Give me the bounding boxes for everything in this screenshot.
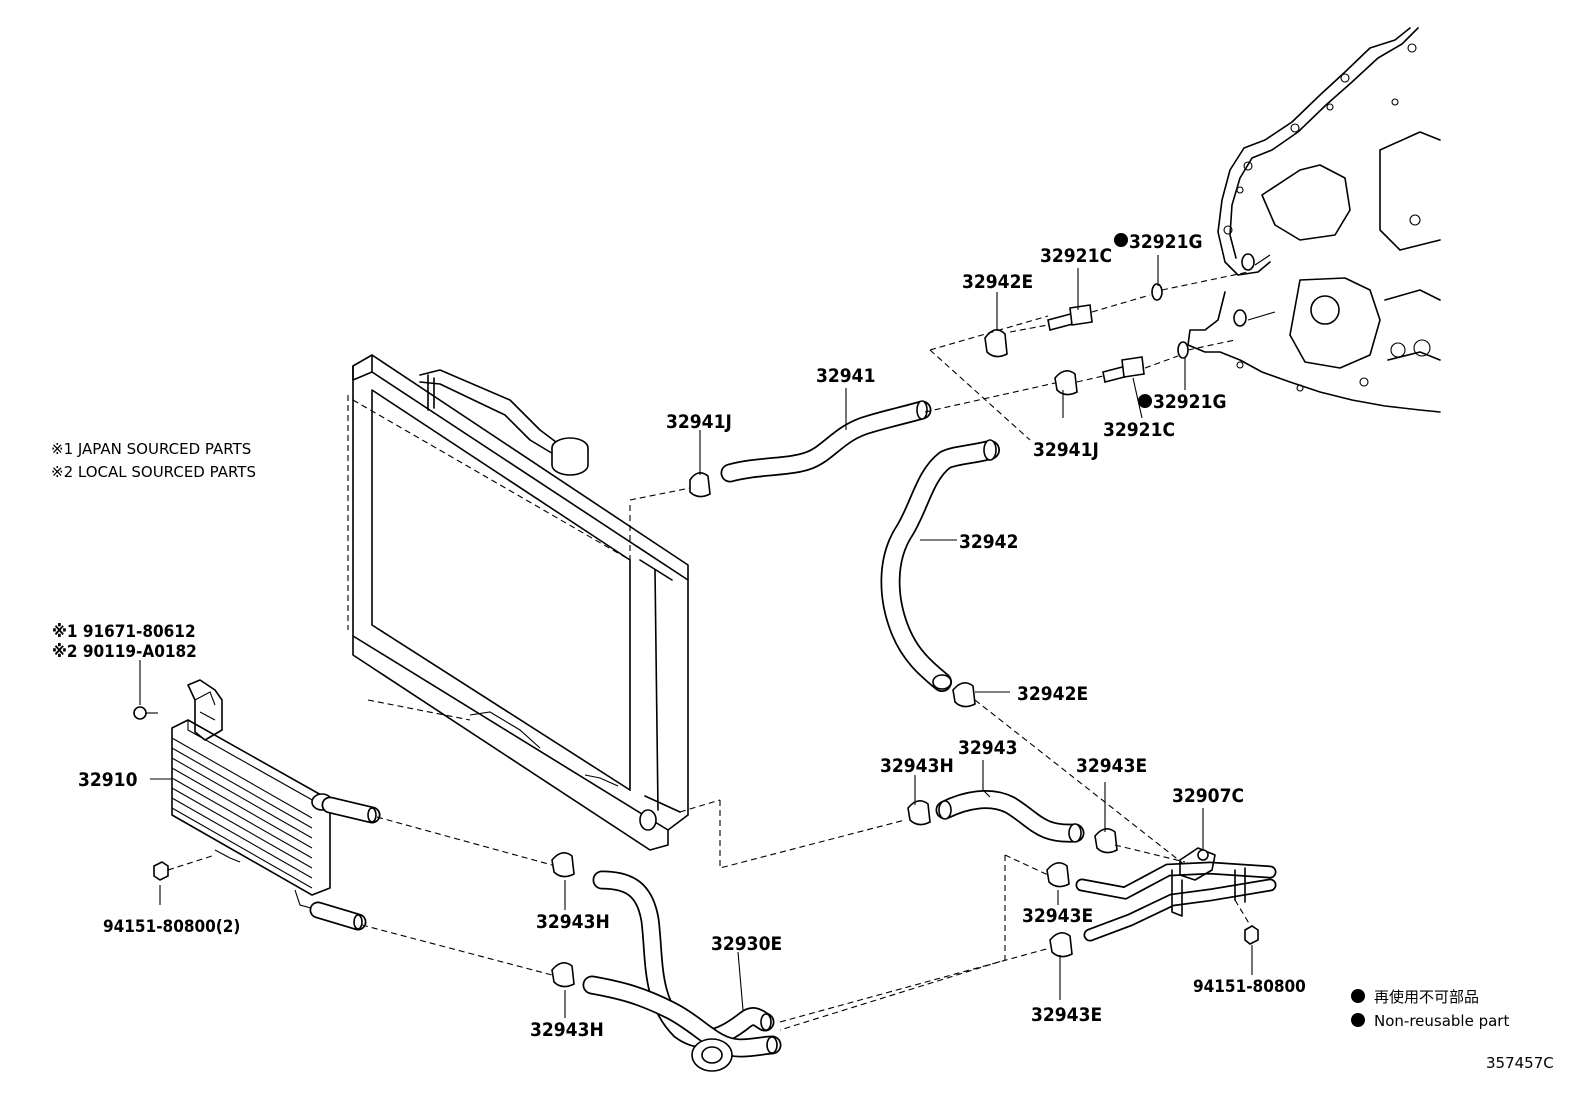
label-32930E: 32930E <box>711 933 782 955</box>
bolt-part-number-local: ※2 90119-A0182 <box>52 642 197 662</box>
hose-32943 <box>935 790 1085 843</box>
label-32910: 32910 <box>78 769 138 791</box>
label-32921G-top: 32921G <box>1129 231 1203 253</box>
label-32942E-mid: 32942E <box>1017 683 1088 705</box>
legend-non-reusable-jp: 再使用不可部品 <box>1374 988 1479 1006</box>
fittings <box>1047 283 1189 383</box>
label-32943H-left: 32943H <box>536 911 610 933</box>
tube-32907C <box>1075 847 1277 945</box>
connection-lines <box>167 271 1251 1031</box>
legend: 再使用不可部品 Non-reusable part <box>1351 988 1509 1030</box>
label-32921G-bottom: 32921G <box>1153 391 1227 413</box>
label-32941J-right: 32941J <box>1033 439 1099 461</box>
label-94151-80800: 94151-80800 <box>1193 977 1306 997</box>
legend-bullet-icon <box>1351 1013 1365 1027</box>
part-labels: 32921C 32921G 32942E 32941 32941J 32941J… <box>78 231 1306 1041</box>
label-32941J-left: 32941J <box>666 411 732 433</box>
legend-bullet-icon <box>1351 989 1365 1003</box>
legend-non-reusable-en: Non-reusable part <box>1374 1012 1509 1030</box>
label-32907C: 32907C <box>1172 785 1244 807</box>
label-32943: 32943 <box>958 737 1017 759</box>
label-32921C-bottom: 32921C <box>1103 419 1175 441</box>
label-94151-80800-2: 94151-80800(2) <box>103 917 240 937</box>
label-32943E-bottom: 32943E <box>1031 1004 1102 1026</box>
figure-id: 357457C <box>1486 1054 1554 1072</box>
label-32921C-top: 32921C <box>1040 245 1112 267</box>
non-reusable-markers <box>1114 233 1152 408</box>
label-32943E-right: 32943E <box>1022 905 1093 927</box>
notes: ※1 JAPAN SOURCED PARTS ※2 LOCAL SOURCED … <box>51 440 256 662</box>
bolt-part-number-japan: ※1 91671-80612 <box>52 622 196 642</box>
leader-lines <box>139 255 1253 1018</box>
radiator <box>352 354 689 851</box>
hose-32930E <box>582 870 782 1072</box>
hose-32941 <box>720 400 932 483</box>
hose-32942 <box>880 439 1000 692</box>
label-32943E-mid: 32943E <box>1076 755 1147 777</box>
label-32942E-top: 32942E <box>962 271 1033 293</box>
note-local-sourced: ※2 LOCAL SOURCED PARTS <box>51 463 256 481</box>
label-32941: 32941 <box>816 365 875 387</box>
label-32943H-mid: 32943H <box>880 755 954 777</box>
label-32942: 32942 <box>959 531 1018 553</box>
note-japan-sourced: ※1 JAPAN SOURCED PARTS <box>51 440 251 458</box>
label-32943H-bottom: 32943H <box>530 1019 604 1041</box>
oil-cooler-32910 <box>133 679 381 931</box>
clamps <box>551 329 1118 988</box>
transmission-case <box>1187 27 1441 413</box>
